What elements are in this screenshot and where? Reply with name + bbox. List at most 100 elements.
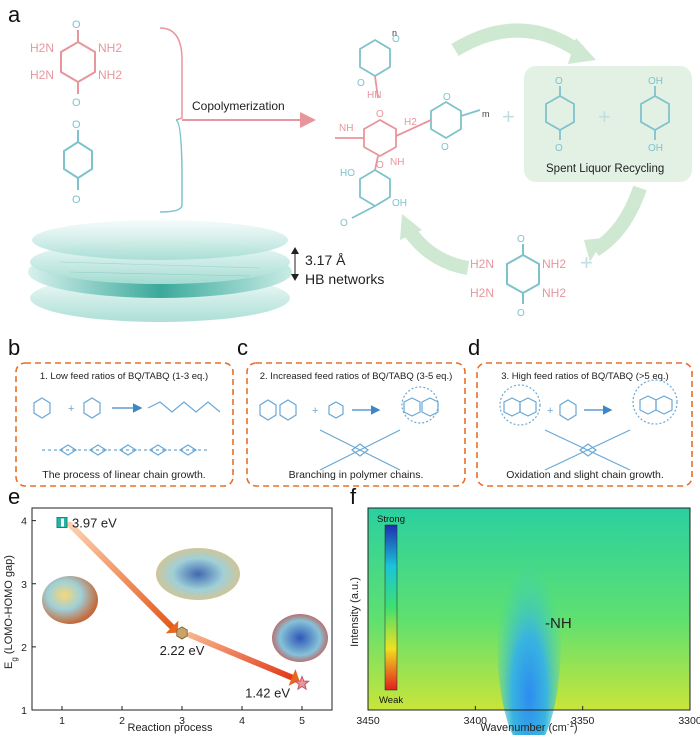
- svg-text:+: +: [68, 403, 74, 415]
- svg-text:H2N: H2N: [30, 68, 54, 82]
- chart-e-ytick-label: 3: [21, 579, 27, 591]
- chart-f-xtick-label: 3400: [464, 715, 488, 727]
- svg-text:O: O: [72, 119, 81, 131]
- cycle-arrow-left: [404, 227, 470, 275]
- bq-monomer: O O: [63, 119, 93, 206]
- chart-e-xtick-label: 4: [239, 715, 245, 727]
- svg-text:O: O: [443, 92, 451, 103]
- trend-arrow: [187, 631, 295, 681]
- chart-e-ytick-label: 4: [21, 516, 27, 528]
- chart-f-ylabel: Intensity (a.u.): [349, 577, 361, 647]
- svg-text:O: O: [376, 109, 384, 120]
- chart-e-xlabel: Reaction process: [128, 722, 213, 734]
- chart-e-xtick-label: 2: [119, 715, 125, 727]
- panel-c-title: 2. Increased feed ratios of BQ/TABQ (3-5…: [260, 371, 453, 382]
- ir-heatmap: [367, 507, 691, 740]
- spent-liquor-label: Spent Liquor Recycling: [546, 163, 664, 175]
- panel-label-a: a: [8, 2, 21, 27]
- svg-text:O: O: [72, 194, 81, 206]
- svg-text:NH2: NH2: [98, 68, 122, 82]
- bracket-top: [159, 27, 183, 121]
- panel-b-box: [15, 362, 234, 487]
- svg-text:O: O: [392, 34, 400, 45]
- bandgap-chart: 1 2 3 4 5 1 2 3 4 3.97 eV 2.22 eV 1.42 eV: [21, 507, 333, 727]
- layer-spacing-label: 3.17 Å: [305, 252, 346, 268]
- svg-text:+: +: [547, 405, 553, 417]
- chart-e-ytick-label: 2: [21, 642, 27, 654]
- recycled-tabq: O O H2N H2N NH2 NH2: [470, 234, 566, 319]
- svg-text:O: O: [441, 142, 449, 153]
- svg-text:OH: OH: [392, 198, 407, 209]
- panel-d-title: 3. High feed ratios of BQ/TABQ (>5 eq.): [501, 371, 668, 382]
- svg-text:H2: H2: [404, 117, 417, 128]
- svg-text:O: O: [340, 218, 348, 229]
- panel-c-caption: Branching in polymer chains.: [289, 469, 424, 481]
- svg-text:m: m: [482, 109, 490, 119]
- svg-text:O: O: [357, 78, 365, 89]
- cycle-arrow-top: [451, 23, 585, 58]
- svg-text:H2N: H2N: [30, 41, 54, 55]
- svg-text:HN: HN: [367, 90, 381, 101]
- trend-arrow: [67, 521, 175, 630]
- esp-surface-3: [272, 614, 328, 662]
- panel-label-f: f: [350, 484, 357, 509]
- svg-text:+: +: [312, 405, 318, 417]
- stacked-layers: [28, 220, 292, 322]
- spent-liquor-box: [524, 66, 692, 182]
- cycle-arrow-right: [591, 185, 647, 257]
- copolymerization-label: Copolymerization: [192, 99, 285, 113]
- tabq-monomer: O O H2N H2N NH2 NH2: [30, 19, 122, 109]
- chart-e-xtick-label: 1: [59, 715, 65, 727]
- trend-arrow-head: [165, 620, 179, 634]
- svg-text:O: O: [517, 234, 525, 245]
- svg-text:H2N: H2N: [470, 286, 494, 300]
- chart-e-xtick-label: 5: [299, 715, 305, 727]
- esp-surface-1: [42, 576, 98, 624]
- svg-text:O: O: [72, 19, 81, 31]
- nh-peak-region: [497, 530, 561, 740]
- svg-text:+: +: [598, 104, 611, 129]
- svg-text:O: O: [517, 308, 525, 319]
- svg-text:O: O: [376, 160, 384, 171]
- svg-text:O: O: [555, 76, 563, 87]
- chart-e-ylabel: Eg (LOMO-HOMO gap): [3, 555, 19, 669]
- svg-text:HO: HO: [340, 168, 355, 179]
- svg-text:+: +: [502, 104, 515, 129]
- svg-text:+: +: [580, 250, 593, 275]
- nh-peak-label: -NH: [545, 615, 572, 632]
- panel-label-c: c: [237, 335, 248, 360]
- svg-text:NH: NH: [390, 157, 404, 168]
- panel-d-scheme: [499, 379, 678, 471]
- polymer-structure: [335, 38, 481, 219]
- esp-surface-2: [156, 548, 240, 600]
- point-marker-star: [294, 675, 310, 691]
- svg-text:O: O: [555, 143, 563, 154]
- svg-text:H2N: H2N: [470, 257, 494, 271]
- panel-b-caption: The process of linear chain growth.: [42, 469, 205, 481]
- data-label: 1.42 eV: [245, 685, 290, 700]
- panel-label-d: d: [468, 335, 480, 360]
- panel-d-caption: Oxidation and slight chain growth.: [506, 469, 664, 481]
- svg-text:NH2: NH2: [98, 41, 122, 55]
- chart-f-xtick-label: 3350: [571, 715, 595, 727]
- point-marker-hexagon: [176, 626, 188, 640]
- svg-text:NH2: NH2: [542, 286, 566, 300]
- bracket-bottom: [159, 119, 183, 213]
- data-label: 2.22 eV: [160, 643, 205, 658]
- chart-f-xtick-label: 3450: [356, 715, 380, 727]
- chart-f-xtick-label: 3300: [678, 715, 700, 727]
- svg-text:NH: NH: [339, 123, 353, 134]
- chart-e-xtick-label: 3: [179, 715, 185, 727]
- svg-text:NH2: NH2: [542, 257, 566, 271]
- svg-text:O: O: [72, 97, 81, 109]
- data-label: 3.97 eV: [72, 516, 117, 531]
- panel-b-scheme: [33, 397, 221, 456]
- panel-label-e: e: [8, 484, 20, 509]
- colorbar-strong-label: Strong: [377, 514, 405, 525]
- colorbar: [384, 524, 398, 691]
- svg-text:OH: OH: [648, 76, 663, 87]
- colorbar-weak-label: Weak: [379, 695, 403, 706]
- panel-b-title: 1. Low feed ratios of BQ/TABQ (1-3 eq.): [40, 371, 208, 382]
- chart-e-ytick-label: 1: [21, 705, 27, 717]
